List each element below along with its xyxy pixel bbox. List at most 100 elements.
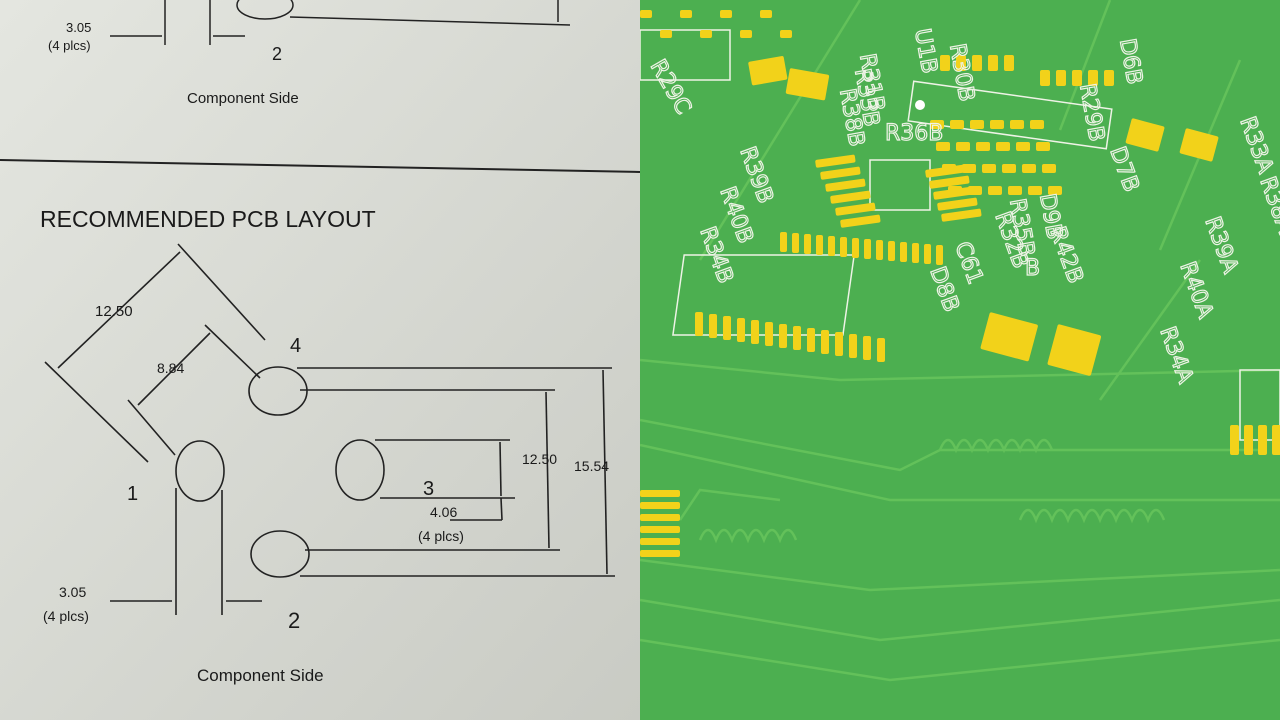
pcb-pad <box>815 154 856 168</box>
pcb-pad <box>996 142 1010 151</box>
pcb-pad <box>936 142 950 151</box>
pcb-pad <box>876 240 883 260</box>
dim-3-05: 3.05 <box>59 584 86 600</box>
pcb-pad <box>1244 425 1253 455</box>
pcb-pad <box>1042 164 1056 173</box>
pcb-pad <box>929 175 970 189</box>
pcb-pad <box>941 208 982 222</box>
pcb-pad <box>982 164 996 173</box>
pcb-pad <box>820 166 861 180</box>
pcb-pad <box>950 120 964 129</box>
pcb-pad <box>1088 70 1098 86</box>
pcb-pad <box>816 235 823 255</box>
pcb-pad <box>760 10 772 18</box>
pcb-pad <box>925 164 966 178</box>
pin-3-label: 3 <box>423 478 434 500</box>
pcb-pad <box>792 233 799 253</box>
pcb-pad <box>1010 120 1024 129</box>
pcb-pad <box>900 242 907 262</box>
pcb-pad <box>660 30 672 38</box>
pcb-pad <box>640 10 652 18</box>
pcb-pad <box>821 330 829 354</box>
pcb-pad <box>1028 186 1042 195</box>
pcb-pad <box>1258 425 1267 455</box>
pcb-pad <box>988 55 998 71</box>
pcb-pad <box>737 318 745 342</box>
pin-2-label: 2 <box>288 608 300 633</box>
pcb-pad <box>849 334 857 358</box>
pcb-pad <box>780 30 792 38</box>
pcb-pad <box>748 56 788 86</box>
top-caption: Component Side <box>187 90 299 107</box>
pcb-pad <box>640 550 680 557</box>
pcb-pad <box>863 336 871 360</box>
dim-4-06: 4.06 <box>430 504 457 520</box>
pin-1-label: 1 <box>127 483 138 505</box>
pcb-pad <box>807 328 815 352</box>
pcb-pad <box>830 190 871 204</box>
pcb-pad <box>1030 120 1044 129</box>
pcb-pad <box>912 243 919 263</box>
pcb-pad <box>840 214 881 228</box>
pcb-pad <box>937 197 978 211</box>
pcb-pad <box>988 186 1002 195</box>
pcb-pad <box>700 30 712 38</box>
caption: Component Side <box>197 666 324 685</box>
pcb-pad <box>1272 425 1280 455</box>
pcb-pad <box>888 241 895 261</box>
pcb-pad <box>864 239 871 259</box>
pcb-traces <box>640 0 1280 682</box>
pcb-pad <box>720 10 732 18</box>
pcb-pad <box>1040 70 1050 86</box>
pcb-pad <box>835 202 876 216</box>
pcb-pad <box>1047 324 1102 376</box>
footprint-drawing <box>44 243 615 615</box>
pcb-pad <box>1125 118 1165 152</box>
dim-12-50-vertical: 12.50 <box>522 451 557 467</box>
pcb-pad <box>1104 70 1114 86</box>
datasheet-photo: 3.05 (4 plcs) 2 Component Side RECOMMEND… <box>0 0 640 720</box>
dim-4-06-plcs: (4 plcs) <box>418 528 464 544</box>
pcb-pad <box>1179 128 1219 162</box>
pcb-pad <box>640 514 680 521</box>
pin-4-label: 4 <box>290 335 301 357</box>
pcb-pad <box>1008 186 1022 195</box>
pcb-pad <box>976 142 990 151</box>
dim-12-50-diagonal: 12.50 <box>95 303 133 320</box>
pcb-pad <box>1072 70 1082 86</box>
pcb-pad <box>1016 142 1030 151</box>
fiducial <box>915 100 925 110</box>
pcb-pad <box>1056 70 1066 86</box>
pcb-pad <box>840 237 847 257</box>
pcb-pad <box>1048 186 1062 195</box>
pcb-pad <box>933 186 974 200</box>
dim-8-84: 8.84 <box>157 360 184 376</box>
silkscreen-label: R36B <box>885 121 943 146</box>
pcb-pad <box>723 316 731 340</box>
dim-3-05-plcs: (4 plcs) <box>43 608 89 624</box>
pcb-pad <box>980 312 1038 362</box>
pcb-pad <box>924 244 931 264</box>
pcb-pad <box>680 10 692 18</box>
pcb-pad <box>956 142 970 151</box>
pcb-pad <box>828 236 835 256</box>
pcb-pad <box>751 320 759 344</box>
pcb-pad <box>804 234 811 254</box>
pcb-pad <box>956 55 966 71</box>
pcb-pad <box>970 120 984 129</box>
pcb-pad <box>640 526 680 533</box>
pcb-pad <box>1004 55 1014 71</box>
pcb-pad <box>940 55 950 71</box>
pcb-pad <box>852 238 859 258</box>
pcb-pad <box>972 55 982 71</box>
pcb-pad <box>990 120 1004 129</box>
pcb-pad <box>640 538 680 545</box>
pcb-pad <box>1036 142 1050 151</box>
pcb-pad <box>825 178 866 192</box>
pcb-pad <box>640 502 680 509</box>
pcb-pad <box>1230 425 1239 455</box>
pcb-pad <box>1022 164 1036 173</box>
pcb-pads <box>640 10 1280 557</box>
pcb-pad <box>936 245 943 265</box>
